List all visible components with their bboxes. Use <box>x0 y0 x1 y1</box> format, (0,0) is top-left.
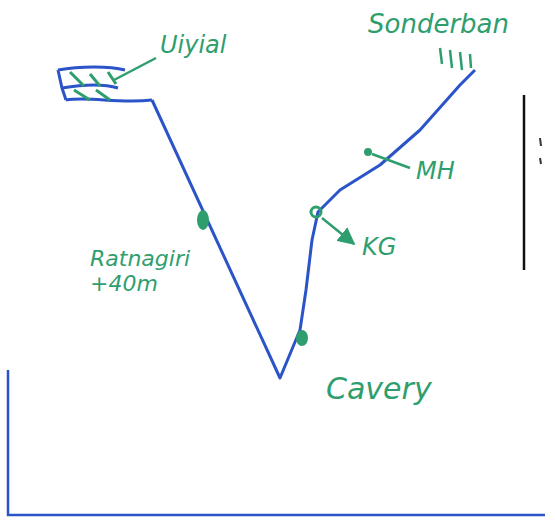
site-dot <box>311 207 321 217</box>
place-label: Sonderban <box>368 10 509 40</box>
leader-line <box>114 58 156 80</box>
site-dot <box>197 210 209 230</box>
board-frame <box>8 370 545 515</box>
board-mark <box>540 138 541 164</box>
leader-arrow <box>322 218 354 244</box>
place-label: MH <box>416 158 455 186</box>
place-label: KG <box>362 234 396 262</box>
place-label: Ratnagiri +40m <box>90 246 208 297</box>
place-label: Cavery <box>326 372 432 407</box>
site-dot <box>364 148 372 156</box>
gulf-hatch <box>70 72 116 100</box>
place-label: Uiyial <box>160 32 226 60</box>
delta-hatch <box>440 48 471 70</box>
site-dot <box>296 330 308 346</box>
board-edge <box>523 95 526 270</box>
coastline <box>152 70 475 378</box>
gulf-outline <box>58 67 152 101</box>
leader-line <box>372 154 410 168</box>
